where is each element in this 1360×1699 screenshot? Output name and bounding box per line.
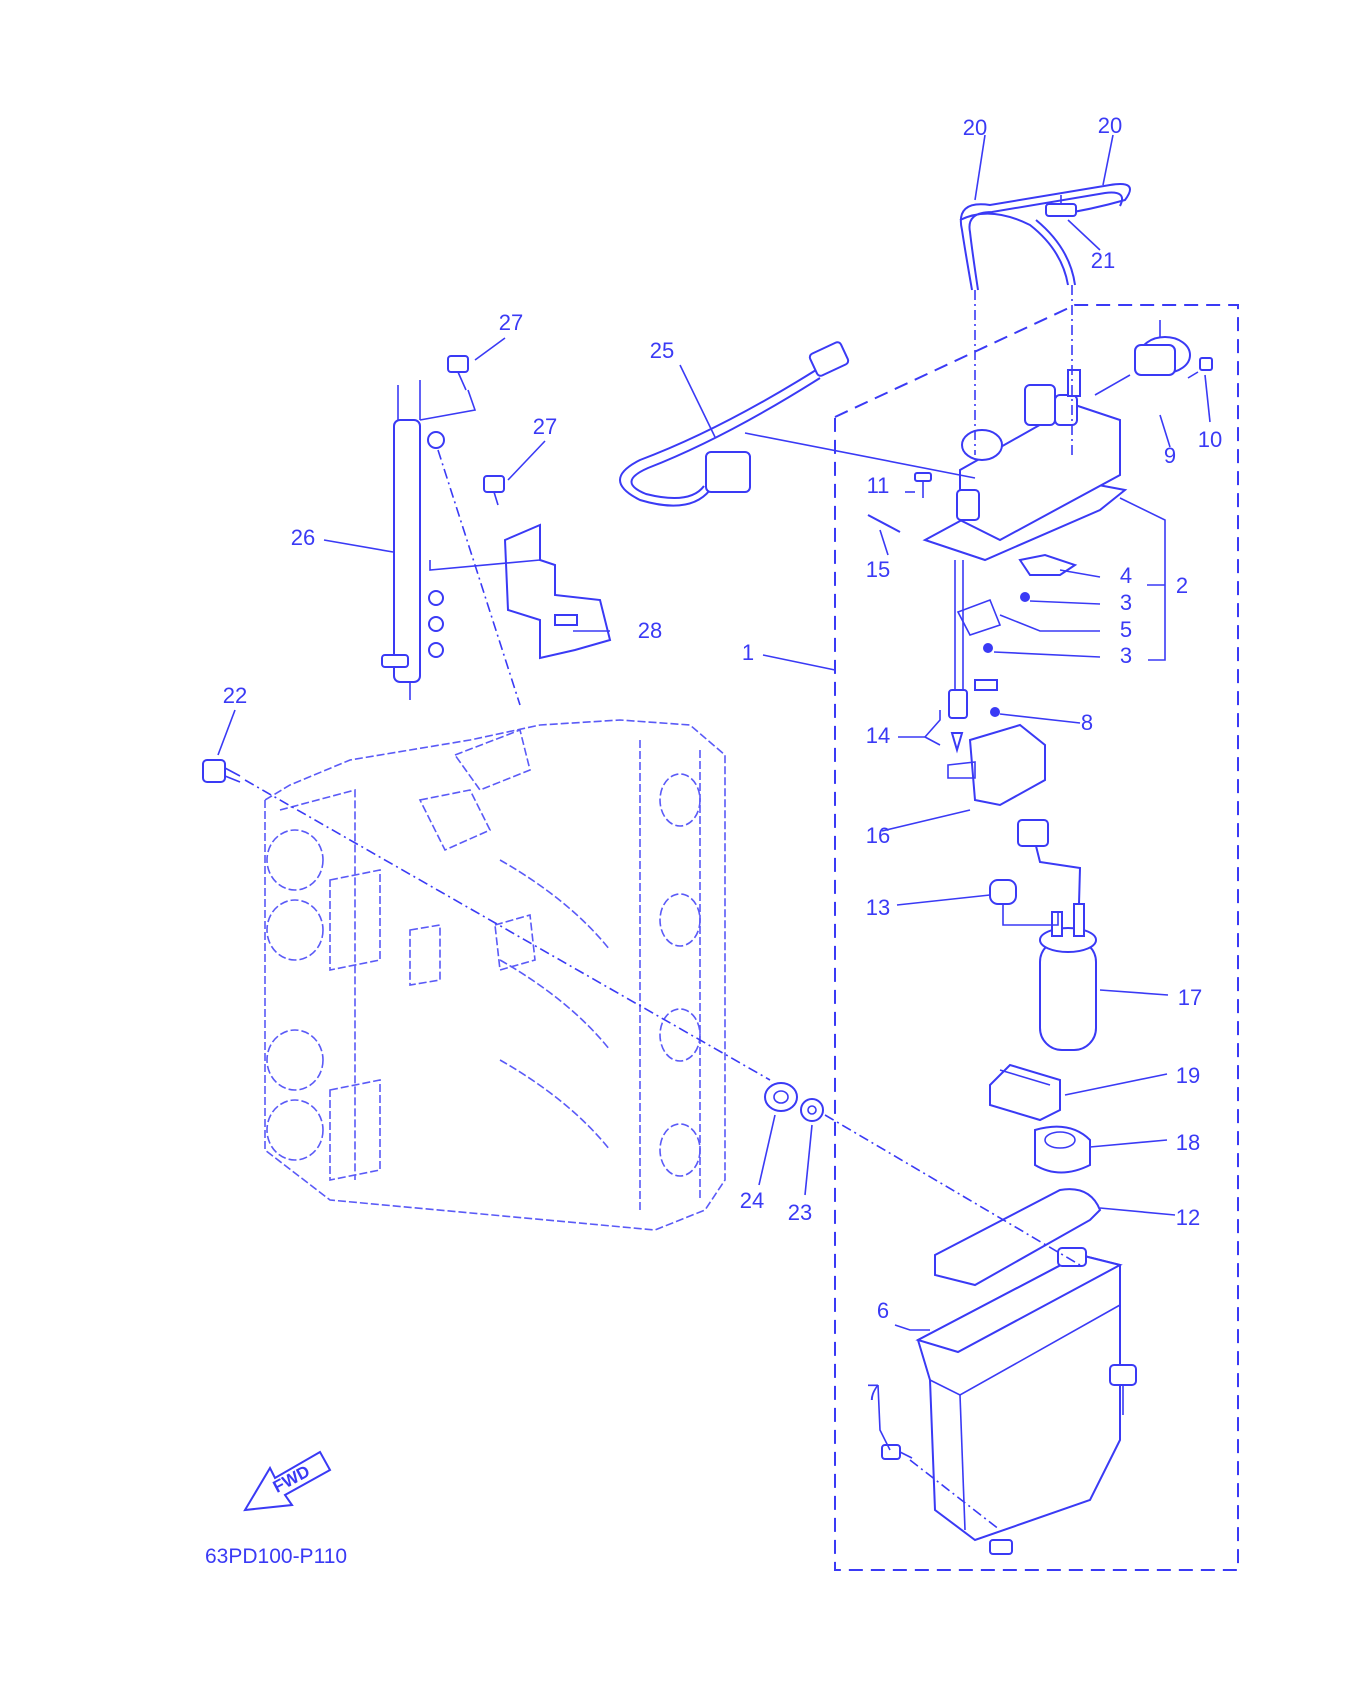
callout-9: 9 xyxy=(1164,443,1176,468)
callout-21: 21 xyxy=(1091,248,1115,273)
fuel-rail-part-26 xyxy=(381,380,445,700)
holder-part-18 xyxy=(1034,1125,1091,1174)
filter-part-19 xyxy=(989,1063,1061,1122)
callout-24: 24 xyxy=(740,1188,764,1213)
joint-part-21 xyxy=(1045,195,1077,217)
plate-part-5 xyxy=(956,598,1002,636)
pin-part-15 xyxy=(867,514,901,533)
float-part-16 xyxy=(947,723,1046,807)
screw-part-3-upper xyxy=(1020,592,1030,602)
screw-part-7 xyxy=(881,1444,913,1460)
callout-6: 6 xyxy=(877,1298,889,1323)
bolt-part-22 xyxy=(202,759,241,783)
callout-27b: 27 xyxy=(533,414,557,439)
screw-part-3-lower xyxy=(983,643,993,653)
callout-20b: 20 xyxy=(1098,113,1122,138)
callout-18: 18 xyxy=(1176,1130,1200,1155)
screw-part-8 xyxy=(990,707,1000,717)
pressure-regulator-part-9 xyxy=(1094,320,1191,396)
float-chamber-part-6 xyxy=(915,1247,1137,1555)
callout-3b: 3 xyxy=(1120,643,1132,668)
gasket-part-12 xyxy=(934,1188,1102,1287)
wire-harness-part-25 xyxy=(619,341,850,507)
fwd-arrow-icon: FWD xyxy=(243,1450,332,1512)
bolt-part-27-upper xyxy=(447,355,469,391)
callout-22: 22 xyxy=(223,683,247,708)
assembly-line-22 xyxy=(244,779,771,1081)
callout-1: 1 xyxy=(742,640,754,665)
callout-4: 4 xyxy=(1120,563,1132,588)
needle-valve-part-14 xyxy=(948,689,968,754)
callout-8: 8 xyxy=(1081,710,1093,735)
engine-block-drawing xyxy=(264,719,726,1231)
leader-lines xyxy=(217,134,1211,1451)
gasket-part-4 xyxy=(1018,553,1078,576)
callout-2: 2 xyxy=(1176,573,1188,598)
callout-17: 17 xyxy=(1178,985,1202,1010)
damper-part-13 xyxy=(989,879,1059,926)
callout-11: 11 xyxy=(867,473,890,498)
callout-10: 10 xyxy=(1198,427,1222,452)
callout-13: 13 xyxy=(866,895,890,920)
callout-23: 23 xyxy=(788,1200,812,1225)
callout-26: 26 xyxy=(291,525,315,550)
callout-3a: 3 xyxy=(1120,590,1132,615)
assembly-line-7 xyxy=(909,1459,1001,1531)
bracket-part-28 xyxy=(503,523,612,660)
grommet-part-24 xyxy=(764,1082,798,1112)
callout-28: 28 xyxy=(638,618,662,643)
vapor-hoses-part-20 xyxy=(959,183,1131,455)
callout-25: 25 xyxy=(650,338,674,363)
drawing-code: 63PD100-P110 xyxy=(205,1545,347,1568)
callout-20a: 20 xyxy=(963,115,987,140)
callout-15: 15 xyxy=(866,557,890,582)
callout-27a: 27 xyxy=(499,310,523,335)
assembly-line-harness xyxy=(744,432,976,479)
float-arm xyxy=(954,560,998,691)
callout-19: 19 xyxy=(1176,1063,1200,1088)
screw-part-10 xyxy=(1187,357,1213,379)
cover-assembly-part-2 xyxy=(922,369,1128,562)
grommet-part-23 xyxy=(800,1098,824,1122)
callout-7: 7 xyxy=(867,1380,879,1405)
callout-14: 14 xyxy=(866,723,890,748)
callout-5: 5 xyxy=(1120,617,1132,642)
callout-16: 16 xyxy=(866,823,890,848)
assembly-line-26 xyxy=(437,449,521,706)
callout-12: 12 xyxy=(1176,1205,1200,1230)
bolt-part-27-lower xyxy=(483,475,505,506)
assembly-boundary xyxy=(834,304,1239,1571)
screw-part-11 xyxy=(914,472,932,498)
assembly-line-23 xyxy=(824,1114,1081,1266)
fuel-pump-part-17 xyxy=(1017,819,1097,1051)
